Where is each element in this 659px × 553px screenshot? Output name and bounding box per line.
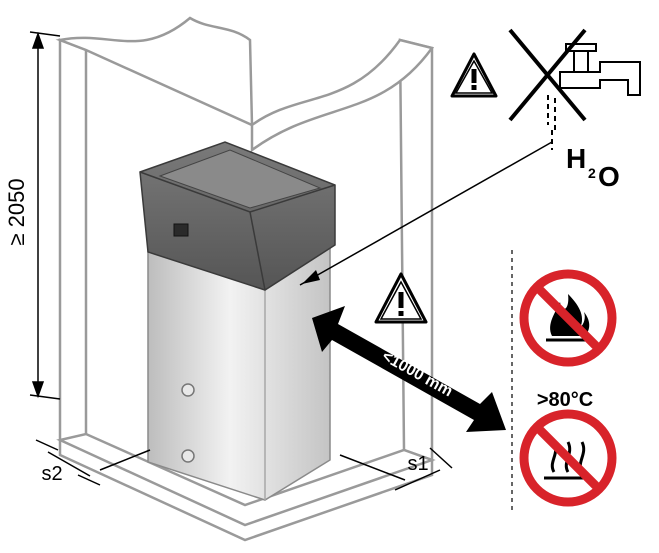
side-distance-right bbox=[339, 447, 453, 491]
distance-arrow bbox=[312, 306, 506, 432]
warning-triangle-icon bbox=[450, 52, 498, 98]
water-label-sub: 2 bbox=[588, 165, 596, 181]
side-distance-right-label: s1 bbox=[407, 453, 428, 475]
room-corner-frame bbox=[55, 16, 436, 542]
pipe-connector bbox=[181, 449, 195, 463]
side-distance-left bbox=[35, 439, 151, 486]
warning-triangle-icon bbox=[374, 272, 428, 324]
no-open-flame-icon bbox=[519, 269, 617, 367]
water-pointer-line bbox=[299, 141, 553, 286]
pointer-arrowhead bbox=[302, 270, 320, 284]
height-label: ≥ 2050 bbox=[4, 178, 29, 245]
water-label-h: H bbox=[566, 143, 586, 174]
temperature-label: >80°C bbox=[537, 389, 593, 411]
no-hot-surface-icon bbox=[519, 409, 617, 507]
water-label-o: O bbox=[598, 161, 620, 192]
height-dimension bbox=[29, 31, 61, 400]
unit-display bbox=[173, 223, 189, 237]
heat-pump-water-heater bbox=[139, 141, 336, 501]
no-water-tap-icon bbox=[508, 28, 641, 150]
pipe-connector bbox=[181, 383, 195, 397]
side-distance-left-label: s2 bbox=[41, 463, 62, 485]
